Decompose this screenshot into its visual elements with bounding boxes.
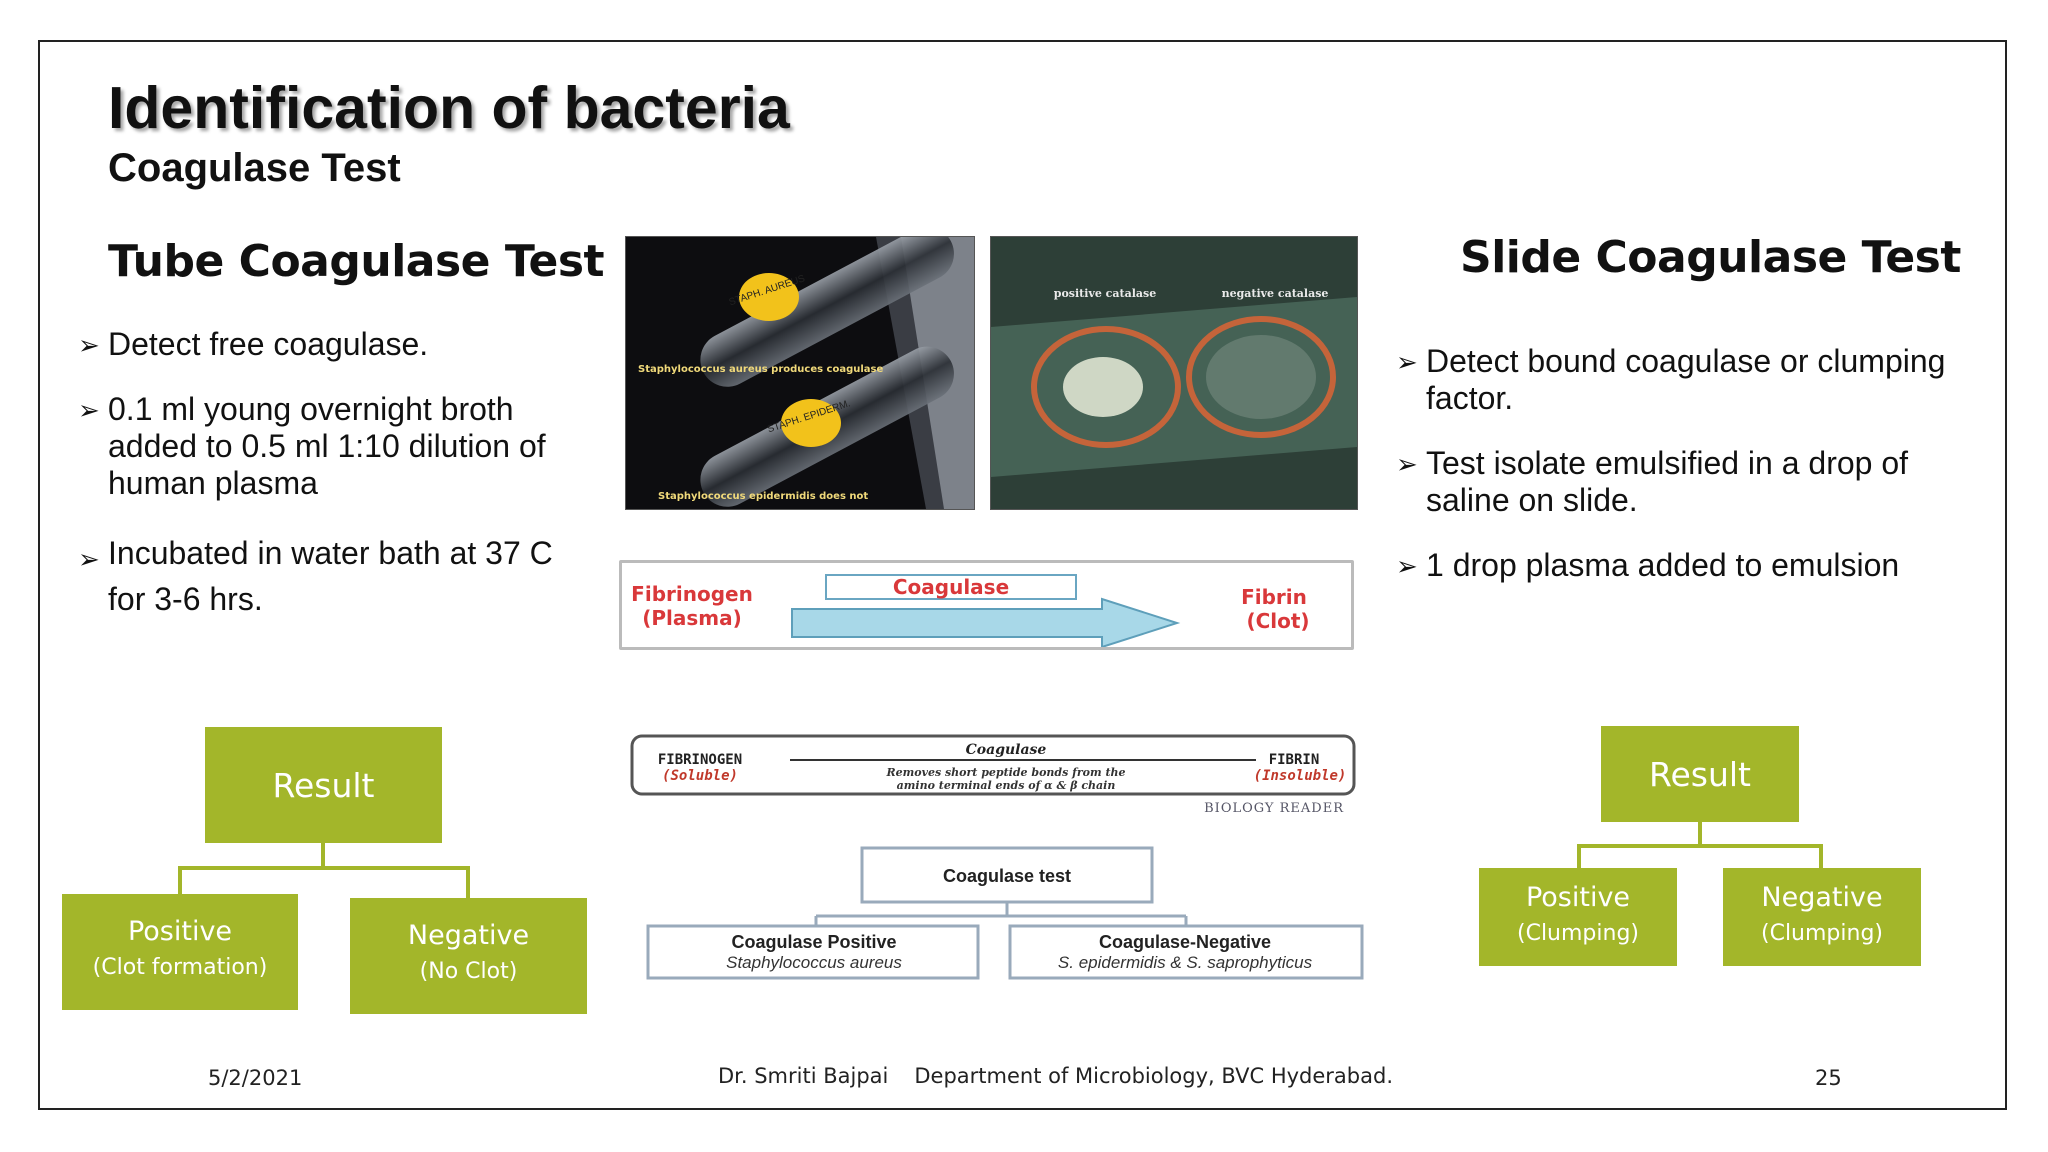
reaction-substrate-label: Fibrinogen [631, 582, 753, 606]
slide-test-illustration: positive catalase negative catalase [991, 237, 1357, 509]
arrow-bullet-icon: ➢ [78, 330, 100, 360]
classification-negative: Coagulase-Negative [1099, 932, 1271, 952]
mechanism-credit: BIOLOGY READER [1204, 801, 1344, 816]
slide-title: Identification of bacteria [108, 75, 790, 141]
list-item: ➢0.1 ml young overnight broth added to 0… [78, 391, 546, 501]
classification-root: Coagulase test [943, 866, 1071, 886]
footer-author-name: Dr. Smriti Bajpai [718, 1064, 889, 1088]
mechanism-substrate: FIBRINOGEN [658, 752, 742, 768]
tube-positive-note: (Clot formation) [92, 955, 268, 980]
footer-date: 5/2/2021 [208, 1066, 303, 1090]
slide-subtitle: Coagulase Test [108, 146, 401, 190]
mechanism-diagram-graphic: FIBRINOGEN (Soluble) Coagulase Removes s… [630, 734, 1356, 816]
slide-photo-right-label: negative catalase [1222, 287, 1329, 300]
arrow-bullet-icon: ➢ [1396, 551, 1418, 581]
tube-connector-right [466, 866, 470, 898]
tube-connector-bar [178, 866, 470, 870]
list-item: ➢Detect free coagulase. [78, 326, 429, 362]
slide-positive-note: (Clumping) [1517, 921, 1639, 946]
mechanism-diagram: FIBRINOGEN (Soluble) Coagulase Removes s… [628, 734, 1358, 816]
mechanism-product-note: (Insoluble) [1254, 768, 1347, 784]
reaction-enzyme-label: Coagulase [893, 575, 1009, 599]
tube-negative-box: Negative (No Clot) [350, 898, 587, 1014]
footer-author: Dr. Smriti Bajpai Department of Microbiol… [718, 1064, 1393, 1088]
slide-coagulase-heading: Slide Coagulase Test [1460, 232, 1961, 283]
arrow-bullet-icon: ➢ [1396, 449, 1418, 479]
mechanism-detail-2: amino terminal ends of α & β chain [897, 779, 1116, 792]
list-item: ➢Detect bound coagulase or clumping fact… [1396, 343, 1946, 416]
mechanism-product: FIBRIN [1269, 752, 1320, 768]
reaction-product-note: (Clot) [1246, 609, 1309, 633]
arrow-bullet-icon: ➢ [78, 395, 100, 425]
slide-bullet-list: ➢Detect bound coagulase or clumping fact… [1396, 343, 1956, 612]
slide-connector-left [1577, 844, 1581, 868]
arrow-bullet-icon: ➢ [1396, 347, 1418, 377]
tube-test-illustration: STAPH. AUREUS STAPH. EPIDERM. Staphyloco… [638, 237, 974, 509]
tube-result-box: Result [205, 727, 442, 843]
mechanism-substrate-note: (Soluble) [662, 768, 738, 784]
reaction-diagram-graphic: Coagulase Fibrinogen (Plasma) Fibrin (Cl… [631, 574, 1310, 649]
tube-connector-stem [321, 843, 325, 868]
mechanism-detail-1: Removes short peptide bonds from the [885, 766, 1125, 779]
classification-negative-example: S. epidermidis & S. saprophyticus [1058, 953, 1313, 972]
classification-graphic: Coagulase test Coagulase Positive Staphy… [646, 846, 1364, 980]
mechanism-enzyme: Coagulase [966, 742, 1047, 758]
footer-department: Department of Microbiology, BVC Hyderaba… [914, 1064, 1394, 1088]
slide-photo-left-label: positive catalase [1054, 287, 1156, 300]
tube-coagulase-heading: Tube Coagulase Test [108, 236, 605, 287]
tube-test-photo: STAPH. AUREUS STAPH. EPIDERM. Staphyloco… [625, 236, 975, 510]
tube-negative-label: Negative [407, 920, 530, 951]
slide-negative-note: (Clumping) [1761, 921, 1883, 946]
slide-result-box: Result [1601, 726, 1799, 822]
tube-connector-left [178, 866, 182, 894]
tube-positive-box: Positive (Clot formation) [62, 894, 298, 1010]
slide-test-photo: positive catalase negative catalase [990, 236, 1358, 510]
tube-caption-bottom: Staphylococcus epidermidis does not [658, 491, 868, 502]
slide-positive-box: Positive (Clumping) [1479, 868, 1677, 966]
tube-negative-note: (No Clot) [419, 959, 518, 984]
slide-positive-label: Positive [1525, 882, 1631, 913]
classification-diagram: Coagulase test Coagulase Positive Staphy… [644, 844, 1366, 980]
list-item: ➢Incubated in water bath at 37 C for 3-6… [78, 535, 553, 617]
classification-positive: Coagulase Positive [731, 932, 896, 952]
slide-connector-stem [1698, 822, 1702, 846]
tube-positive-label: Positive [127, 916, 233, 947]
arrow-bullet-icon: ➢ [78, 544, 100, 574]
reaction-substrate-note: (Plasma) [642, 606, 742, 630]
slide-connector-bar [1577, 844, 1823, 848]
classification-positive-example: Staphylococcus aureus [726, 953, 902, 972]
slide-negative-label: Negative [1761, 882, 1883, 913]
tube-bullet-list: ➢Detect free coagulase. ➢0.1 ml young ov… [78, 326, 598, 650]
slide-connector-right [1819, 844, 1823, 868]
list-item: ➢1 drop plasma added to emulsion [1396, 547, 1900, 583]
list-item: ➢Test isolate emulsified in a drop of sa… [1396, 445, 1909, 518]
reaction-diagram: Coagulase Fibrinogen (Plasma) Fibrin (Cl… [619, 560, 1354, 650]
footer-page-number: 25 [1815, 1066, 1842, 1090]
slide-negative-box: Negative (Clumping) [1723, 868, 1921, 966]
reaction-product-label: Fibrin [1241, 585, 1307, 609]
tube-caption-top: Staphylococcus aureus produces coagulase [638, 364, 883, 375]
